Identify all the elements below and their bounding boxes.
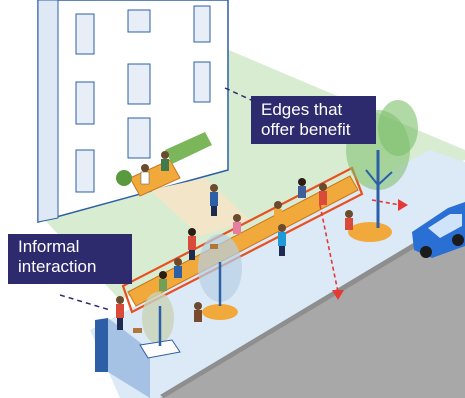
person-icon <box>233 214 241 234</box>
dashed-arrow-icon <box>371 199 408 211</box>
person-icon <box>274 201 282 221</box>
plinth-edge-side <box>108 318 150 398</box>
callout-informal-interaction: Informal interaction <box>8 234 132 284</box>
person-icon <box>161 151 169 171</box>
callout-edges-line2: offer benefit <box>261 119 351 139</box>
person-icon <box>210 184 218 216</box>
entry-path <box>150 178 250 236</box>
person-icon <box>140 164 150 185</box>
plinth-edge <box>95 318 108 372</box>
sidewalk <box>90 150 465 398</box>
person-icon <box>116 296 124 330</box>
building-side <box>37 0 59 223</box>
person-icon <box>345 210 353 230</box>
dog-icon <box>133 328 142 333</box>
callout-informal-line1: Informal <box>18 237 80 256</box>
person-icon <box>194 302 202 322</box>
shrub <box>116 170 132 186</box>
person-icon <box>278 224 286 256</box>
callout-edges-benefit: Edges that offer benefit <box>251 96 376 144</box>
dog-icon <box>210 244 218 249</box>
callout-edges-line1: Edges that <box>261 100 343 119</box>
dashed-arrow-icon <box>319 204 344 300</box>
person-icon <box>298 178 306 198</box>
tree-left <box>139 292 181 359</box>
people <box>116 151 353 333</box>
car-icon <box>412 202 465 258</box>
planter-box <box>165 132 212 164</box>
person-icon <box>188 228 196 260</box>
callout-informal-line2: interaction <box>18 256 97 276</box>
property-line-left <box>59 294 111 311</box>
person-icon <box>174 258 182 278</box>
curb <box>160 212 465 398</box>
tree-far <box>378 100 418 156</box>
tree-middle <box>198 234 242 320</box>
person-icon <box>159 271 167 291</box>
building-windows <box>75 5 211 193</box>
person-icon <box>319 183 327 205</box>
